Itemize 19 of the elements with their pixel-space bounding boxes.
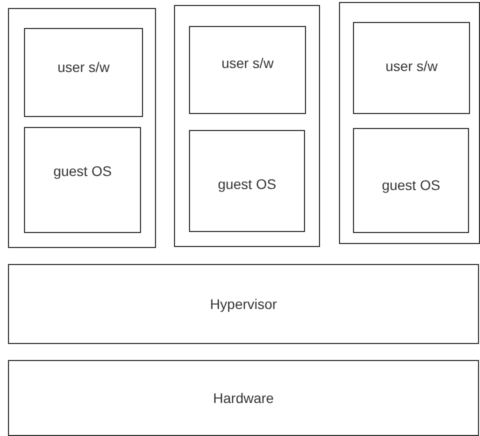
layer-box bbox=[8, 264, 479, 344]
box-label: guest OS bbox=[218, 176, 276, 192]
box-label: Hardware bbox=[213, 390, 274, 406]
box-label: user s/w bbox=[221, 55, 274, 71]
layer-box bbox=[353, 22, 470, 114]
box-label: Hypervisor bbox=[210, 296, 277, 312]
layer-box bbox=[24, 28, 143, 117]
layer-box bbox=[24, 127, 141, 233]
container-box bbox=[174, 5, 320, 247]
layer-box bbox=[353, 128, 469, 233]
box-label: user s/w bbox=[57, 59, 110, 75]
container-box bbox=[339, 2, 480, 244]
box-label: guest OS bbox=[53, 163, 112, 179]
box-label: guest OS bbox=[382, 177, 440, 193]
box-label: user s/w bbox=[385, 58, 438, 74]
layer-box bbox=[189, 26, 306, 114]
layer-box bbox=[189, 130, 305, 232]
layer-box bbox=[8, 360, 479, 436]
container-box bbox=[8, 8, 156, 248]
